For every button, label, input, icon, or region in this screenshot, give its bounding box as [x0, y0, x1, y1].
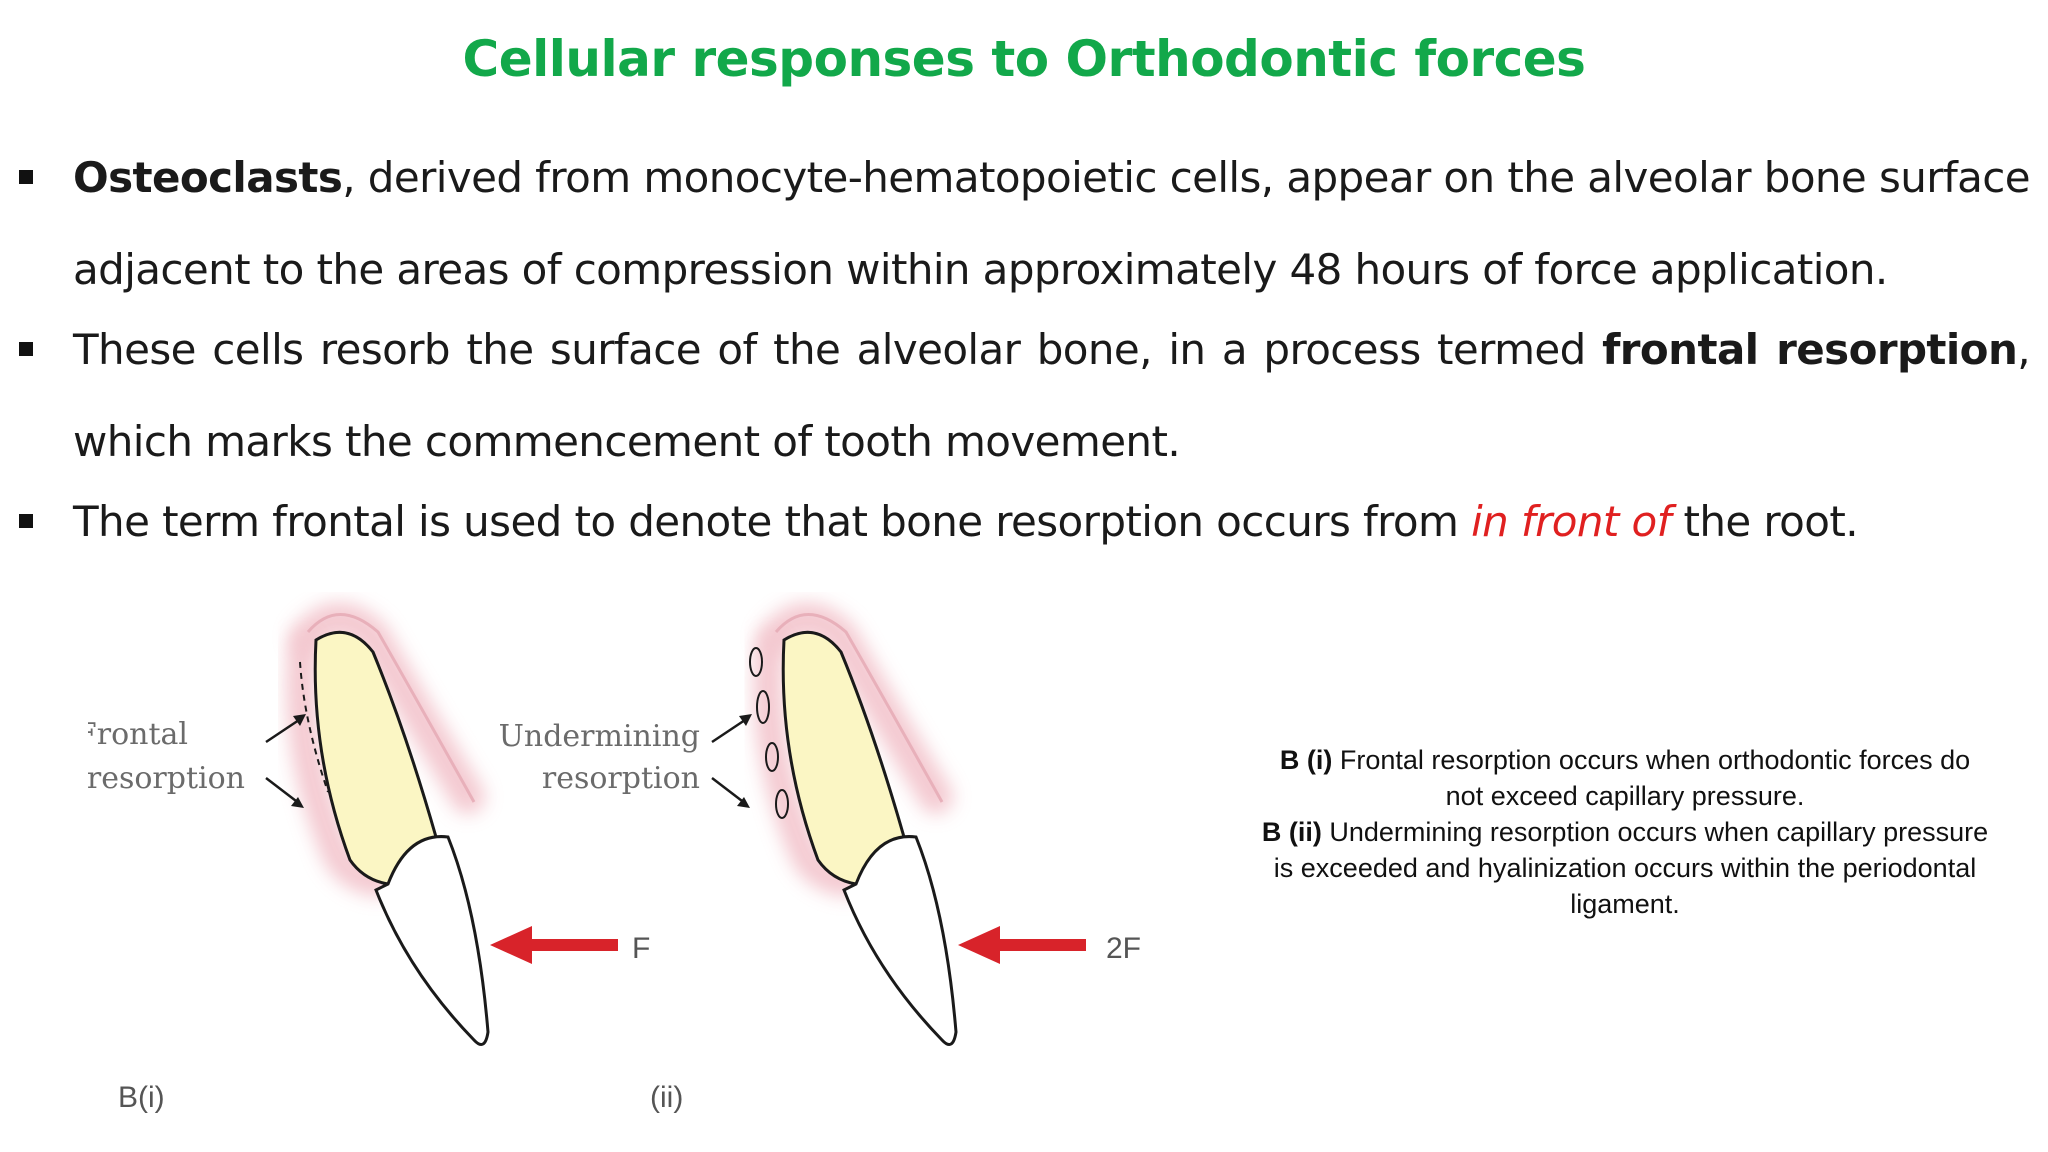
figure-caption: B (i) Frontal resorption occurs when ort… [1260, 742, 1990, 922]
bullet-text: , derived from monocyte-hematopoietic ce… [73, 153, 2031, 294]
resorption-edge [299, 661, 329, 793]
bold-term: frontal resorption [1602, 325, 2018, 374]
arrow-head-icon [291, 797, 304, 808]
panel-caption: (ii) [650, 1081, 683, 1114]
ligament-glow [291, 602, 485, 814]
emphasis-text: in front of [1471, 497, 1671, 546]
caption-text: Undermining resorption occurs when capil… [1273, 817, 1989, 919]
square-bullet-icon [19, 170, 33, 184]
bullet-text: , which marks the commencement of tooth … [73, 325, 2031, 466]
resorption-lacuna [756, 690, 770, 724]
force-label: 2F [1106, 932, 1141, 965]
force-arrow-shaft [996, 939, 1086, 951]
label-arrow [711, 777, 747, 805]
resorption-lacuna [749, 647, 763, 677]
resorption-lacuna [765, 742, 779, 772]
label-arrow [265, 716, 303, 744]
bullet-item: Osteoclasts, derived from monocyte-hemat… [0, 132, 2048, 316]
arrow-head-icon [293, 714, 306, 726]
bold-term: Osteoclasts [73, 153, 343, 202]
label-frontal: Frontal [88, 717, 188, 752]
label-arrow [265, 777, 301, 805]
arrow-head-icon [737, 797, 750, 808]
bullet-list: Osteoclasts, derived from monocyte-hemat… [0, 132, 2048, 568]
figure-svg: Frontal resorption F B(i) Undermining re… [88, 602, 1141, 1114]
resorption-lacuna [775, 789, 789, 819]
tooth-diagram-frontal: Frontal resorption F B(i) [88, 602, 650, 1114]
square-bullet-icon [19, 514, 33, 528]
bone-outline [306, 613, 476, 803]
tooth-resorption-figure: Frontal resorption F B(i) Undermining re… [88, 592, 1228, 1152]
force-arrow-icon [490, 926, 532, 964]
slide-title: Cellular responses to Orthodontic forces [462, 30, 1586, 88]
bullet-text: These cells resorb the surface of the al… [73, 325, 1603, 374]
ligament-glow [759, 602, 953, 814]
label-resorption: resorption [88, 761, 245, 796]
caption-bold-label: B (ii) [1261, 817, 1322, 847]
label-arrow [711, 716, 749, 744]
caption-text: Frontal resorption occurs when orthodont… [1332, 745, 1971, 811]
arrow-head-icon [739, 714, 752, 726]
panel-caption: B(i) [118, 1081, 165, 1114]
bullet-item: The term frontal is used to denote that … [0, 476, 2048, 568]
tooth-crown [374, 835, 490, 1046]
bone-outline [774, 613, 944, 803]
tooth-crown [842, 835, 958, 1046]
tooth-diagram-undermining: Undermining resorption 2F (ii) [499, 602, 1141, 1114]
force-arrow-shaft [528, 939, 618, 951]
ligament-glow [286, 632, 393, 897]
force-label: F [632, 932, 650, 965]
bullet-text: the root. [1670, 497, 1859, 546]
force-arrow-icon [958, 926, 1000, 964]
square-bullet-icon [19, 342, 33, 356]
bullet-item: These cells resorb the surface of the al… [0, 304, 2048, 488]
ligament-glow [753, 632, 861, 897]
caption-bold-label: B (i) [1279, 745, 1333, 775]
label-undermining: Undermining [499, 719, 700, 754]
label-resorption: resorption [542, 761, 700, 796]
bullet-text: The term frontal is used to denote that … [73, 497, 1472, 546]
